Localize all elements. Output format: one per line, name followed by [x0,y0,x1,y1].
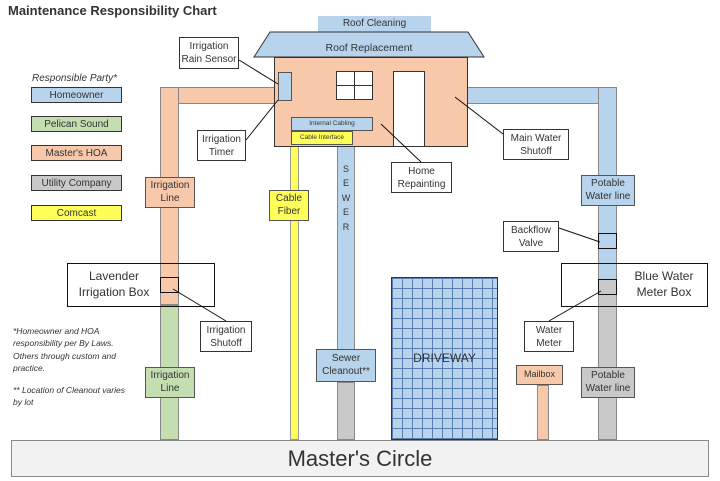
water-meter-box [598,279,617,295]
irrigation-shutoff-callout: Irrigation Shutoff [200,321,252,352]
mailbox-post [537,385,549,440]
sewer-cleanout-label: Sewer Cleanout** [316,349,376,382]
street-masters-circle: Master's Circle [11,440,709,477]
sewer-label: S E W E R [341,164,351,232]
note-cleanout: ** Location of Cleanout varies by lot [13,385,125,408]
lavender-irrigation-box-label: Lavender Irrigation Box [78,269,150,300]
cable-interface: Cable Interface [291,131,353,145]
irrigation-timer-callout: Irrigation Timer [197,130,246,161]
driveway [391,277,498,440]
legend-masters-hoa: Master's HOA [31,145,122,161]
irrigation-line-upper-label: Irrigation Line [145,177,195,208]
lavender-irrigation-box-frame [67,263,215,307]
legend-heading: Responsible Party* [32,73,118,84]
blue-water-meter-box-frame [561,263,708,307]
legend-pelican-sound: Pelican Sound [31,116,122,132]
sewer-line-lower [337,382,355,440]
roof-replacement: Roof Replacement [325,42,413,54]
blue-water-meter-box-label: Blue Water Meter Box [634,269,694,300]
driveway-label: DRIVEWAY [413,351,476,365]
internal-cabling: Internal Cabling [291,117,373,131]
potable-line-lower-label: Potable Water line [581,367,635,398]
mailbox-label: Mailbox [516,365,563,385]
chart-title: Maintenance Responsibility Chart [8,3,217,18]
home-repainting-callout: Home Repainting [391,162,452,193]
irrigation-rain-sensor-callout: Irrigation Rain Sensor [179,37,239,69]
main-water-shutoff-callout: Main Water Shutoff [503,129,569,160]
legend-comcast: Comcast [31,205,122,221]
roof-cleaning: Roof Cleaning [318,16,431,32]
cable-fiber-label: Cable Fiber [269,190,309,221]
window-mullion-h [336,85,373,86]
rain-sensor-box [278,72,292,101]
legend-utility-company: Utility Company [31,175,122,191]
house-door [393,71,425,147]
irrigation-line-lower-label: Irrigation Line [145,367,195,398]
potable-line-upper-label: Potable Water line [581,175,635,206]
note-responsibility: *Homeowner and HOA responsibility per By… [13,326,117,373]
irrigation-shutoff-valve [160,277,179,293]
water-meter-callout: Water Meter [524,321,574,352]
backflow-valve-callout: Backflow Valve [503,221,559,252]
legend-homeowner: Homeowner [31,87,122,103]
